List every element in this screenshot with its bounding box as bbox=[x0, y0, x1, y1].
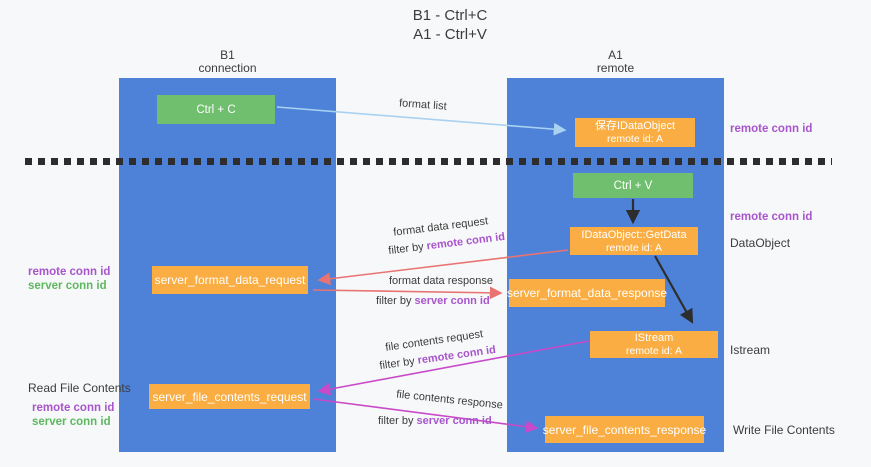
page-title: B1 - Ctrl+C A1 - Ctrl+V bbox=[350, 6, 550, 44]
write-file-contents-label: Write File Contents bbox=[733, 423, 835, 437]
lane-a1-name: A1 bbox=[608, 48, 623, 62]
file-contents-response-filter-label: filter by server conn id bbox=[378, 415, 492, 427]
istream-box: IStream remote id: A bbox=[590, 331, 718, 358]
remote-conn-id-label-top: remote conn id bbox=[730, 123, 813, 135]
lane-a1-role: remote bbox=[596, 61, 635, 75]
file-contents-response-label: file contents response bbox=[395, 388, 504, 412]
filter-by-text: filter by bbox=[387, 240, 428, 258]
server-format-data-response-box: server_format_data_response bbox=[507, 279, 667, 307]
left-conn-id-labels-top: remote conn id server conn id bbox=[28, 265, 110, 293]
server-conn-id-label: server conn id bbox=[32, 416, 111, 428]
save-idataobject-box: 保存IDataObject remote id: A bbox=[575, 118, 695, 147]
ctrl-v-box: Ctrl + V bbox=[573, 173, 693, 198]
save-idataobject-label: 保存IDataObject bbox=[594, 120, 676, 132]
dashed-divider-line bbox=[25, 158, 832, 165]
istream-label: IStream bbox=[634, 332, 674, 344]
server-conn-id-label: server conn id bbox=[28, 280, 107, 292]
filter-by-text: filter by bbox=[376, 295, 415, 307]
format-data-response-filter-label: filter by server conn id bbox=[376, 295, 490, 307]
lane-header-a1: A1 remote bbox=[507, 49, 724, 75]
remote-conn-id-label-mid: remote conn id bbox=[730, 211, 813, 223]
lane-header-b1: B1 connection bbox=[119, 49, 336, 75]
filter-by-text: filter by bbox=[378, 354, 419, 373]
format-list-label: format list bbox=[398, 97, 448, 113]
lane-b1-name: B1 bbox=[220, 48, 235, 62]
remote-conn-id-highlight: remote conn id bbox=[425, 230, 506, 253]
format-data-response-label: format data response bbox=[389, 275, 493, 287]
server-conn-id-highlight: server conn id bbox=[414, 295, 490, 307]
format-data-response-arrow bbox=[312, 286, 503, 300]
istream-margin-label: Istream bbox=[730, 343, 771, 357]
title-line-1: B1 - Ctrl+C bbox=[412, 7, 488, 24]
remote-conn-id-label: remote conn id bbox=[28, 266, 111, 278]
read-file-contents-label: Read File Contents bbox=[28, 381, 131, 395]
getdata-remote-id: remote id: A bbox=[605, 241, 663, 254]
istream-remote-id: remote id: A bbox=[625, 345, 683, 357]
left-conn-id-labels-bottom: remote conn id server conn id bbox=[32, 401, 114, 429]
server-format-data-request-box: server_format_data_request bbox=[152, 266, 308, 294]
title-line-2: A1 - Ctrl+V bbox=[413, 26, 487, 43]
server-conn-id-highlight: server conn id bbox=[416, 415, 492, 427]
getdata-label: IDataObject::GetData bbox=[581, 228, 687, 241]
lane-b1-role: connection bbox=[198, 61, 257, 75]
filter-by-text: filter by bbox=[378, 415, 417, 427]
save-idataobject-remote-id: remote id: A bbox=[606, 133, 664, 145]
server-file-contents-response-box: server_file_contents_response bbox=[543, 416, 706, 443]
idataobject-getdata-box: IDataObject::GetData remote id: A bbox=[570, 227, 698, 255]
server-file-contents-request-box: server_file_contents_request bbox=[149, 384, 310, 409]
remote-conn-id-label: remote conn id bbox=[32, 402, 115, 414]
dataobject-label: DataObject bbox=[730, 236, 791, 250]
ctrl-c-box: Ctrl + C bbox=[157, 95, 275, 124]
